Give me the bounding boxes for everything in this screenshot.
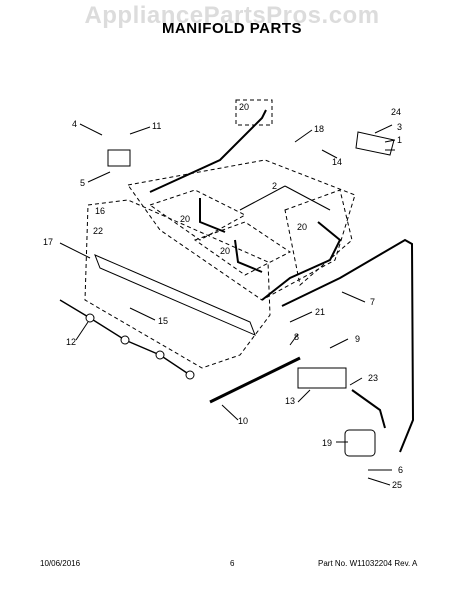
group-outline-top-tube <box>235 99 273 126</box>
callout-label: 8 <box>294 332 299 342</box>
callout-label: 25 <box>392 480 402 490</box>
callout-label: 18 <box>314 124 324 134</box>
mounting-bracket <box>355 131 395 156</box>
pressure-regulator <box>344 429 376 457</box>
callout-label: 16 <box>95 206 105 216</box>
igniter-2 <box>120 335 130 345</box>
callout-label: 20 <box>297 222 307 232</box>
callout-label: 19 <box>322 438 332 448</box>
callout-label: 10 <box>238 416 248 426</box>
callout-label: 7 <box>370 297 375 307</box>
burner-tube-a <box>199 198 226 233</box>
callout-label: 1 <box>397 135 402 145</box>
igniter-4 <box>185 370 195 380</box>
burner-tube-right <box>261 221 342 301</box>
callout-label: 3 <box>397 122 402 132</box>
callout-label: 4 <box>72 119 77 129</box>
elbow-fitting <box>351 389 386 429</box>
callout-label: 6 <box>398 465 403 475</box>
group-outline-tube-lower <box>193 221 291 276</box>
callout-label: 20 <box>180 214 190 224</box>
callout-labels: 4 11 5 20 18 24 3 1 14 2 16 20 20 22 20 … <box>43 102 403 490</box>
callout-label: 14 <box>332 157 342 167</box>
callout-label: 24 <box>391 107 401 117</box>
footer-page: 6 <box>230 559 235 568</box>
gas-tube-long <box>281 238 415 453</box>
group-outline-burner-tubes <box>127 159 356 301</box>
watermark: AppliancePartsPros.com <box>84 2 380 29</box>
footer-part-no: Part No. W11032204 Rev. A <box>318 559 418 568</box>
callout-label: 23 <box>368 373 378 383</box>
valve-block <box>297 367 347 389</box>
burner-tube-top <box>149 109 267 193</box>
burner-tube-b <box>234 239 263 273</box>
callout-label: 15 <box>158 316 168 326</box>
group-outline-manifold-left <box>84 199 271 369</box>
callout-label: 12 <box>66 337 76 347</box>
callout-label: 22 <box>93 226 103 236</box>
group-outline-tube-upper <box>148 189 247 241</box>
callout-label: 5 <box>80 178 85 188</box>
manifold-bar <box>94 254 256 336</box>
callout-label: 20 <box>220 246 230 256</box>
callout-label: 9 <box>355 334 360 344</box>
callout-label: 11 <box>152 121 161 131</box>
footer-date: 10/06/2016 <box>40 559 81 568</box>
igniter-1 <box>85 313 95 323</box>
igniter-3 <box>155 350 165 360</box>
diagram-title: MANIFOLD PARTS <box>161 20 303 37</box>
callout-label: 17 <box>43 237 53 247</box>
callout-label: 13 <box>285 396 295 406</box>
support-rod <box>209 356 301 404</box>
callout-label: 20 <box>239 102 249 112</box>
callout-label: 2 <box>272 181 277 191</box>
callout-label: 21 <box>315 307 325 317</box>
spark-module <box>107 149 131 167</box>
group-outline-right-tube <box>284 189 353 286</box>
